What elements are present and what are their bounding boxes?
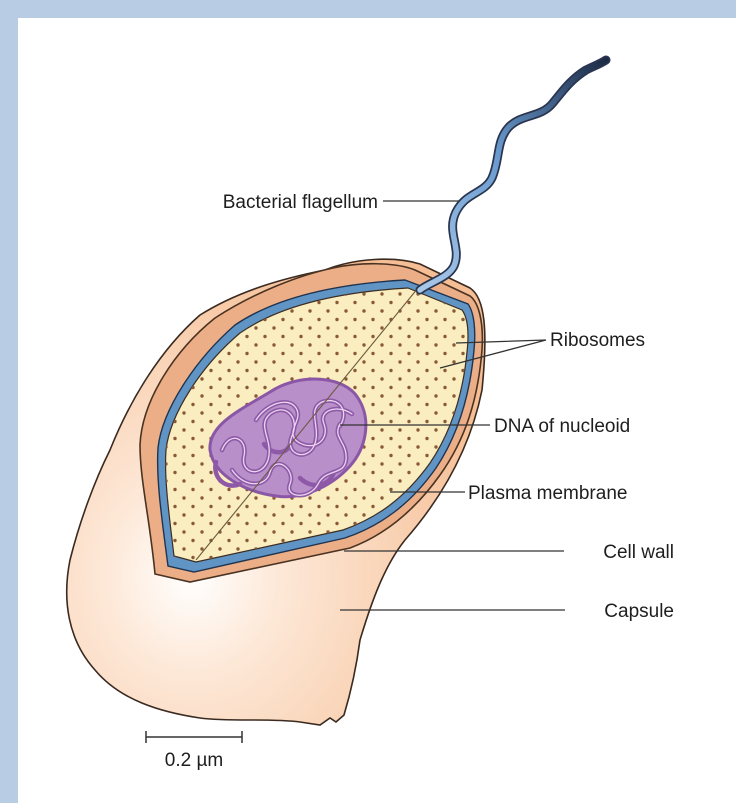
label-bacterial-flagellum: Bacterial flagellum — [223, 192, 378, 213]
flagellum-fill — [420, 60, 606, 290]
label-ribosomes: Ribosomes — [550, 330, 645, 351]
label-plasma-membrane: Plasma membrane — [468, 483, 627, 504]
scale-bar: 0.2 µm — [146, 731, 242, 771]
scale-bar-label: 0.2 µm — [165, 750, 223, 771]
flagellum-shape — [420, 60, 606, 290]
label-capsule: Capsule — [604, 601, 674, 622]
label-cell-wall: Cell wall — [603, 542, 674, 563]
label-dna-of-nucleoid: DNA of nucleoid — [494, 416, 630, 437]
